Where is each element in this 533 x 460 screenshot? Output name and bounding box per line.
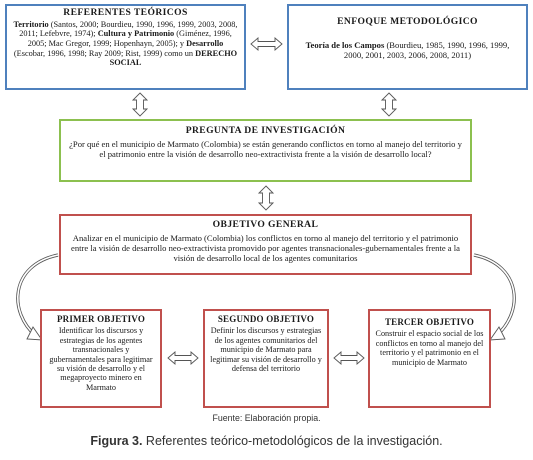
pregunta-text: ¿Por qué en el municipio de Marmato (Col… — [69, 138, 462, 159]
box-objetivo-general: OBJETIVO GENERAL Analizar en el municipi… — [59, 214, 472, 275]
double-arrow-top — [250, 37, 283, 51]
caption-label: Figura 3. — [90, 434, 143, 448]
tercer-objetivo-title: TERCER OBJETIVO — [384, 317, 475, 327]
curved-arrow-left-head — [26, 326, 43, 341]
objetivo-general-title: OBJETIVO GENERAL — [212, 219, 319, 230]
box-pregunta-investigacion: PREGUNTA DE INVESTIGACIÓN ¿Por qué en el… — [59, 119, 472, 182]
curved-arrow-right-head — [489, 326, 506, 341]
box-primer-objetivo: PRIMER OBJETIVO Identificar los discurso… — [40, 309, 162, 408]
box-enfoque-metodologico: ENFOQUE METODOLÓGICO Teoría de los Campo… — [287, 4, 528, 90]
figure-source: Fuente: Elaboración propia. — [212, 413, 321, 423]
double-arrow-question-objective — [257, 185, 275, 211]
enfoque-refs: (Bourdieu, 1985, 1990, 1996, 1999, 2000,… — [343, 39, 510, 60]
box-referentes-teoricos: REFERENTES TEÓRICOS Territorio (Santos, … — [5, 4, 246, 90]
primer-objetivo-title: PRIMER OBJETIVO — [56, 314, 146, 324]
enfoque-teoria: Teoría de los Campos — [305, 39, 385, 50]
box-segundo-objetivo: SEGUNDO OBJETIVO Definir los discursos y… — [203, 309, 329, 408]
referentes-territorio-refs: (Santos, 2000; Bourdieu, 1990, 1996, 199… — [19, 19, 238, 39]
referentes-cultura: Cultura y Patrimonio — [97, 29, 175, 39]
double-arrow-o2-o3 — [333, 351, 365, 365]
box-tercer-objetivo: TERCER OBJETIVO Construir el espacio soc… — [368, 309, 491, 408]
objetivo-general-text: Analizar en el municipio de Marmato (Col… — [71, 232, 460, 264]
curved-arrow-right-inner — [473, 254, 516, 337]
enfoque-title: ENFOQUE METODOLÓGICO — [337, 16, 478, 27]
primer-objetivo-text: Identificar los discursos y estrategias … — [49, 326, 153, 392]
double-arrow-o1-o2 — [167, 351, 199, 365]
segundo-objetivo-title: SEGUNDO OBJETIVO — [217, 314, 315, 324]
figure-caption: Figura 3. Referentes teórico-metodológic… — [0, 434, 533, 448]
referentes-body: Territorio (Santos, 2000; Bourdieu, 1990… — [12, 20, 239, 69]
referentes-territorio: Territorio — [13, 19, 49, 29]
caption-text: Referentes teórico-metodológicos de la i… — [142, 434, 443, 448]
double-arrow-enf-question — [380, 92, 398, 117]
referentes-derecho-social: DERECHO SOCIAL — [109, 48, 238, 68]
referentes-desarrollo: Desarrollo — [186, 38, 224, 48]
enfoque-body: Teoría de los Campos (Bourdieu, 1985, 19… — [295, 40, 520, 61]
referentes-desarrollo-refs: (Escobar, 1996, 1998; Ray 2009; Rist, 19… — [13, 48, 196, 58]
segundo-objetivo-text: Definir los discursos y estrategias de l… — [210, 326, 322, 374]
curved-arrow-left-inner — [16, 254, 59, 337]
pregunta-title: PREGUNTA DE INVESTIGACIÓN — [185, 125, 346, 136]
referentes-title: REFERENTES TEÓRICOS — [63, 7, 188, 18]
double-arrow-ref-question — [131, 92, 149, 117]
referentes-cultura-refs: (Giménez, 1996, 2005; Mac Gregor, 1999; … — [27, 29, 232, 48]
tercer-objetivo-text: Construir el espacio social de los confl… — [375, 329, 484, 367]
